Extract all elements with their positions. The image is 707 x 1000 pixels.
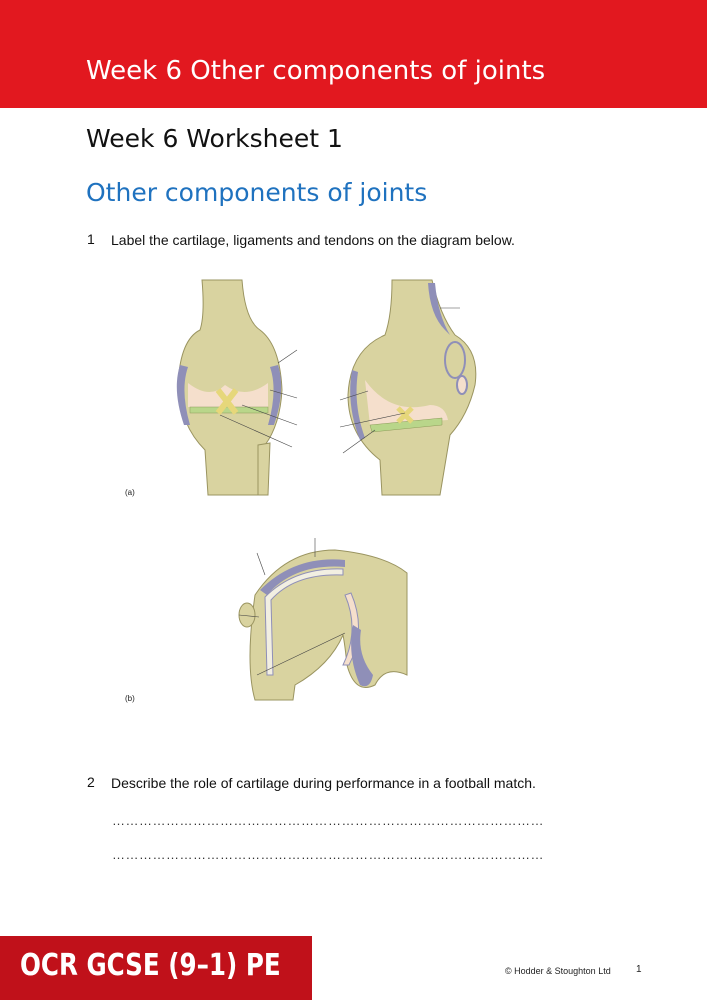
- question-2-text: Describe the role of cartilage during pe…: [111, 775, 536, 791]
- question-1-text: Label the cartilage, ligaments and tendo…: [111, 232, 515, 248]
- section-title: Other components of joints: [86, 178, 428, 207]
- question-2-number: 2: [87, 774, 95, 790]
- answer-line-2[interactable]: ……………………………………………………………………………………: [112, 847, 544, 862]
- worksheet-title: Week 6 Worksheet 1: [86, 124, 343, 153]
- footer-brand-box: OCR GCSE (9–1) PE: [0, 936, 312, 1000]
- copyright: © Hodder & Stoughton Ltd: [505, 966, 611, 976]
- header-banner: Week 6 Other components of joints: [0, 0, 707, 108]
- page-number: 1: [636, 964, 642, 975]
- footer-brand: OCR GCSE (9–1) PE: [20, 948, 281, 983]
- diagram-label-b: (b): [125, 694, 135, 703]
- diagram-label-a: (a): [125, 488, 135, 497]
- shoulder-joint-diagram: [238, 538, 408, 701]
- question-1-number: 1: [87, 231, 95, 247]
- answer-line-1[interactable]: ……………………………………………………………………………………: [112, 813, 544, 828]
- knee-joint-diagram: [176, 279, 477, 496]
- header-title: Week 6 Other components of joints: [86, 56, 546, 86]
